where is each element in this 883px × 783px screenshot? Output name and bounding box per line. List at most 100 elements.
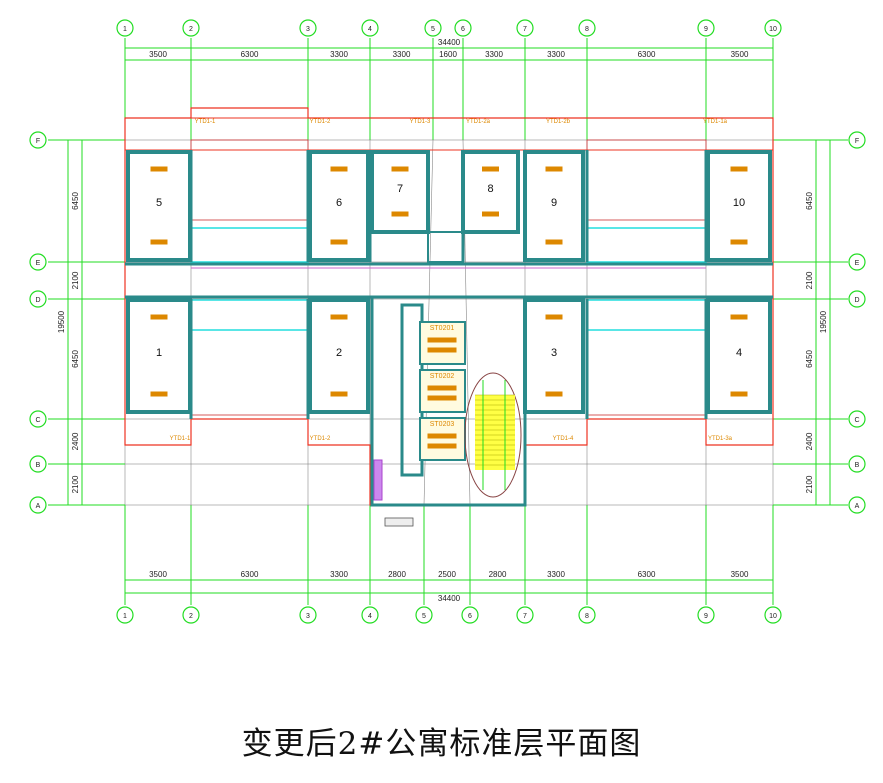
- dimension-segment-side: 6450: [805, 192, 814, 210]
- room-label-mark: [330, 391, 348, 397]
- stair-unit-code: ST0203: [430, 421, 455, 428]
- room-label-mark: [330, 239, 348, 245]
- axis-label: F: [855, 138, 859, 145]
- unit-room: [308, 150, 370, 262]
- axis-label: 7: [523, 26, 527, 33]
- dimension-total-side: 19500: [57, 310, 66, 333]
- dimension-segment-side: 2100: [71, 475, 80, 493]
- unit-room: [706, 298, 772, 414]
- axis-bubble: [516, 606, 534, 624]
- dimension-segment-top: 6300: [241, 50, 259, 59]
- room-label-mark: [545, 391, 563, 397]
- stair-ellipse: [464, 372, 522, 498]
- dimension-segment-side: 2100: [805, 271, 814, 289]
- dimension-segment-bottom: 6300: [241, 570, 259, 579]
- drawing-title: 变更后2#公寓标准层平面图: [241, 726, 642, 762]
- entry-sign: [384, 517, 414, 527]
- axis-label: 2: [189, 613, 193, 620]
- axis-bubble: [361, 606, 379, 624]
- dimension-segment-top: 3500: [149, 50, 167, 59]
- axis-label: 1: [123, 26, 127, 33]
- dimension-segment-bottom: 3500: [149, 570, 167, 579]
- dimension-segment-top: 3300: [393, 50, 411, 59]
- axis-bubble: [299, 19, 317, 37]
- axis-bubble: [516, 19, 534, 37]
- axis-label: E: [36, 260, 41, 267]
- unit-number: 9: [551, 197, 557, 209]
- axis-bubble: [29, 496, 47, 514]
- axis-label: 5: [422, 613, 426, 620]
- bathroom-block: [190, 227, 309, 263]
- axis-bubble: [461, 606, 479, 624]
- dimension-segment-side: 2100: [71, 271, 80, 289]
- axis-label: 3: [306, 613, 310, 620]
- dimension-segment-side: 2400: [71, 432, 80, 450]
- axis-bubble: [764, 19, 782, 37]
- axis-bubble: [361, 19, 379, 37]
- stair-unit-label-mark: [427, 347, 457, 353]
- axis-label: B: [36, 462, 41, 469]
- stair-unit: [419, 369, 466, 413]
- shaft: [427, 231, 464, 263]
- room-label-mark: [391, 211, 409, 217]
- axis-bubble: [29, 131, 47, 149]
- axis-bubble: [415, 606, 433, 624]
- axis-label: D: [35, 297, 40, 304]
- room-label-mark: [730, 314, 748, 320]
- stair-unit-code: ST0202: [430, 373, 455, 380]
- dimension-segment-bottom: 3300: [330, 570, 348, 579]
- dimension-segment-bottom: 3300: [547, 570, 565, 579]
- dimension-segment-side: 6450: [805, 350, 814, 368]
- exterior-outline: [124, 107, 774, 506]
- bathroom-block: [586, 299, 707, 331]
- axis-bubble: [424, 19, 442, 37]
- axis-bubble: [848, 455, 866, 473]
- axis-bubble: [848, 253, 866, 271]
- room-label-mark: [730, 391, 748, 397]
- stair-unit-label-mark: [427, 433, 457, 439]
- room-label-mark: [545, 166, 563, 172]
- axis-label: 8: [585, 613, 589, 620]
- unit-number: 7: [397, 183, 403, 195]
- balcony-tag: YTD1-2: [310, 436, 331, 442]
- room-label-mark: [482, 211, 499, 217]
- axis-label: A: [36, 503, 41, 510]
- unit-number: 1: [156, 347, 162, 359]
- room-label-mark: [150, 391, 168, 397]
- dimension-segment-bottom: 2800: [489, 570, 507, 579]
- room-label-mark: [545, 239, 563, 245]
- dimension-segment-top: 1600: [439, 50, 457, 59]
- dimension-total-side: 19500: [819, 310, 828, 333]
- axis-label: 10: [769, 26, 777, 33]
- dimension-segment-side: 6450: [71, 192, 80, 210]
- axis-label: E: [855, 260, 860, 267]
- living-area: [190, 329, 309, 416]
- unit-number: 5: [156, 197, 162, 209]
- axis-bubble: [848, 410, 866, 428]
- dimension-segment-top: 6300: [638, 50, 656, 59]
- axis-label: A: [855, 503, 860, 510]
- axis-bubble: [29, 410, 47, 428]
- axis-bubble: [116, 19, 134, 37]
- axis-label: 9: [704, 26, 708, 33]
- dimension-segment-top: 3300: [547, 50, 565, 59]
- dimension-total-bottom: 34400: [438, 594, 461, 603]
- axis-bubble: [697, 19, 715, 37]
- unit-room: [308, 298, 370, 414]
- axis-bubble: [29, 253, 47, 271]
- axis-bubble: [116, 606, 134, 624]
- unit-number: 3: [551, 347, 557, 359]
- unit-number: 4: [736, 347, 742, 359]
- room-label-mark: [391, 166, 409, 172]
- axis-label: 7: [523, 613, 527, 620]
- dimension-segment-bottom: 2800: [388, 570, 406, 579]
- dimension-segment-side: 2400: [805, 432, 814, 450]
- room-label-mark: [730, 239, 748, 245]
- living-area: [586, 329, 707, 416]
- room-label-mark: [150, 239, 168, 245]
- axis-label: C: [854, 417, 859, 424]
- stair-unit-code: ST0201: [430, 325, 455, 332]
- dimension-segment-bottom: 3500: [731, 570, 749, 579]
- balcony-tag: YTD1-2: [310, 119, 331, 125]
